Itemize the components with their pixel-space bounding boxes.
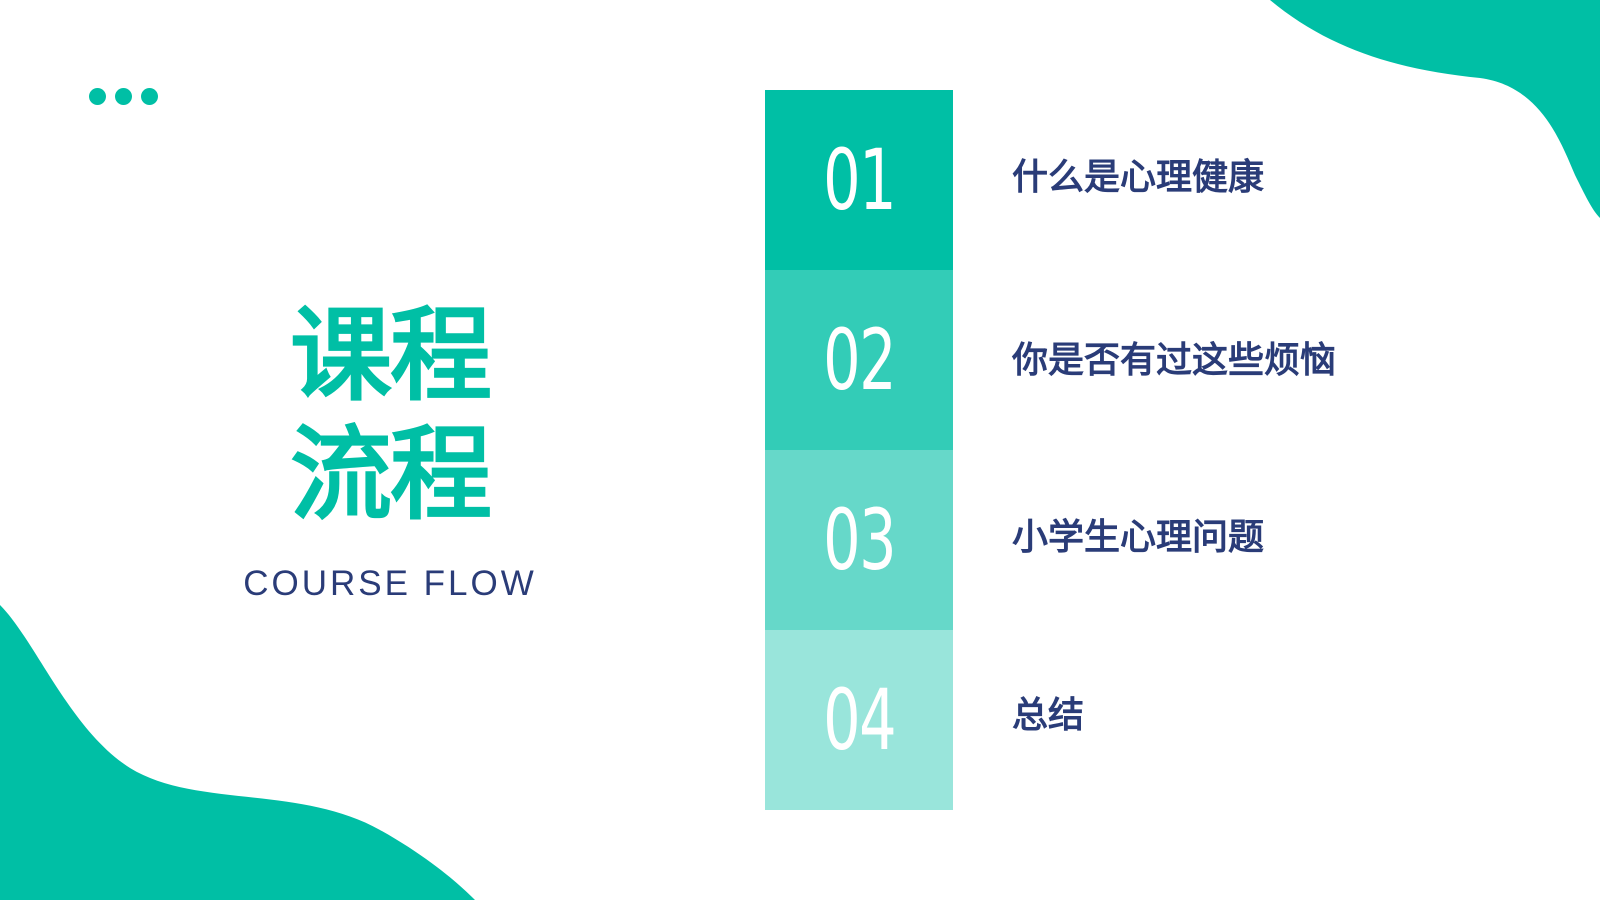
dot <box>115 88 132 105</box>
bottom-left-blob <box>0 605 475 900</box>
title-line-1: 课程 <box>290 297 492 416</box>
top-right-blob <box>1270 0 1600 218</box>
step-number-02: 02 <box>765 270 953 450</box>
step-label-4: 总结 <box>1012 695 1085 736</box>
subtitle: COURSE FLOW <box>243 564 537 603</box>
step-number-01: 01 <box>765 90 953 270</box>
step-number-04: 04 <box>765 630 953 810</box>
step-label-2: 你是否有过这些烦恼 <box>1012 340 1337 381</box>
three-dots-icon <box>89 88 158 105</box>
step-label-3: 小学生心理问题 <box>1012 517 1265 558</box>
step-number-column: 01 02 03 04 <box>765 90 953 810</box>
dot <box>89 88 106 105</box>
dot <box>141 88 158 105</box>
title-line-2: 流程 <box>290 416 492 535</box>
step-number-03: 03 <box>765 450 953 630</box>
step-label-1: 什么是心理健康 <box>1012 157 1265 198</box>
